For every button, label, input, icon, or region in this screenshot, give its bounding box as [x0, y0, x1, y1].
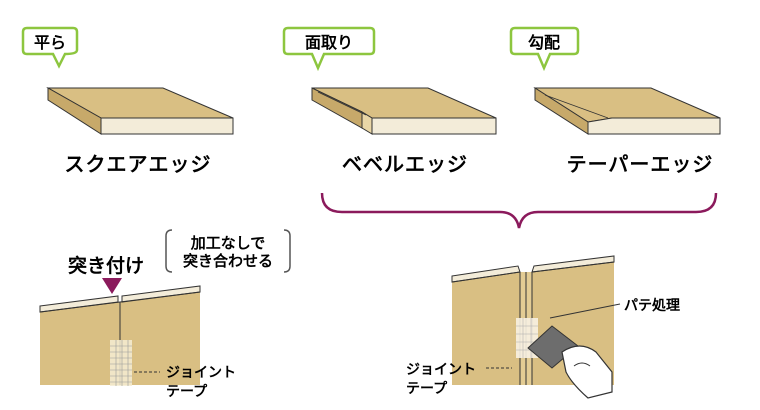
putty-label: パテ処理	[624, 297, 680, 314]
butt-joint-tape-mesh	[110, 340, 132, 386]
tag-flat: 平ら	[21, 26, 79, 69]
butt-joint-title: 突き付け	[68, 254, 144, 277]
butt-joint-note-line1: 加工なしで	[190, 234, 266, 252]
grouping-brace	[320, 192, 718, 229]
tag-slope-label: 勾配	[528, 33, 560, 52]
butt-tape-label-line1: ジョイント	[166, 365, 236, 381]
butt-tape-label-line2: テープ	[166, 384, 208, 400]
tag-slope: 勾配	[509, 26, 580, 72]
butt-joint-note-line2: 突き合わせる	[183, 252, 273, 270]
taper-edge-board	[533, 87, 721, 135]
label-square-edge: スクエアエッジ	[65, 152, 212, 176]
butt-joint-note: 加工なしで 突き合わせる	[165, 229, 291, 273]
label-bevel-edge: ベベルエッジ	[342, 152, 468, 176]
square-edge-board	[46, 87, 234, 135]
bevel-edge-board	[311, 87, 497, 135]
putty-knife-icon	[527, 325, 613, 399]
label-taper-edge: テーパーエッジ	[567, 152, 714, 176]
tag-chamfer-label: 面取り	[305, 33, 353, 52]
putty-leader	[549, 303, 621, 319]
taper-tape-label-line1: ジョイント	[406, 362, 476, 378]
butt-joint-boards	[39, 285, 201, 385]
tag-flat-label: 平ら	[34, 33, 66, 52]
taper-tape-label-line2: テープ	[406, 381, 448, 397]
butt-joint-marker-icon	[102, 278, 122, 294]
tag-chamfer: 面取り	[282, 26, 376, 72]
